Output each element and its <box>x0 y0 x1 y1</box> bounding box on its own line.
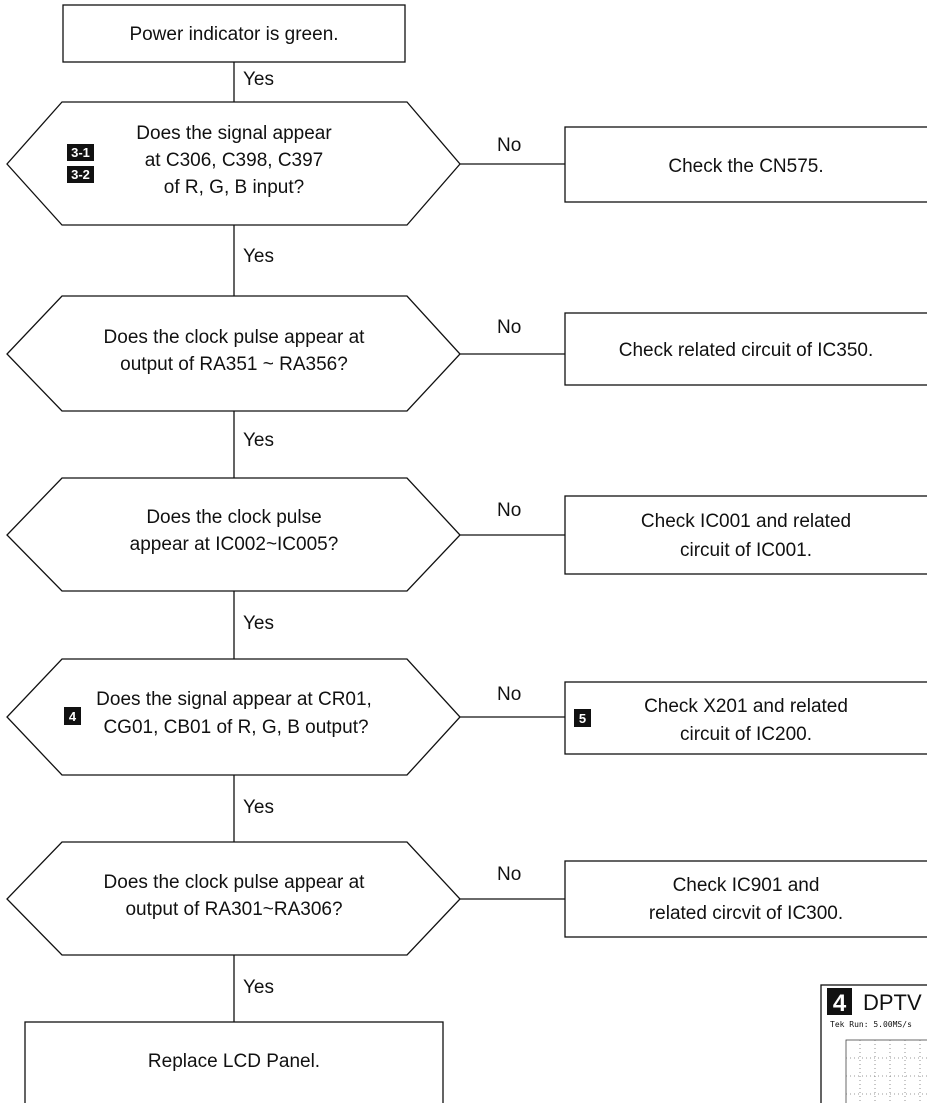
result-box-1 <box>564 126 927 203</box>
result-box-4-line-1: Check X201 and related <box>644 696 848 717</box>
decision-1 <box>6 101 461 226</box>
yes-label-5: Yes <box>243 797 274 818</box>
decision-1-line-3: of R, G, B input? <box>164 177 304 198</box>
result-box-4-line-2: circuit of IC200. <box>680 724 812 745</box>
decision-5 <box>6 841 461 956</box>
badge-3-1-text: 3-1 <box>71 145 90 160</box>
scope-header-text: Tek Run: 5.00MS/s <box>830 1020 912 1029</box>
result-box-1-text: Check the CN575. <box>668 156 823 177</box>
decision-4-line-1: Does the signal appear at CR01, <box>96 689 372 710</box>
end-box-text: Replace LCD Panel. <box>148 1051 320 1072</box>
no-label-5: No <box>497 864 521 885</box>
scope-screen <box>845 1039 927 1103</box>
decision-5-line-2: output of RA301~RA306? <box>125 899 342 920</box>
decision-1-line-1: Does the signal appear <box>136 123 332 144</box>
result-box-3-line-1: Check IC001 and related <box>641 511 851 532</box>
result-box-3 <box>564 495 927 575</box>
badge-3-2-text: 3-2 <box>71 167 90 182</box>
scope-panel-badge <box>827 988 852 1015</box>
result-box-2-text: Check related circuit of IC350. <box>619 340 874 361</box>
yes-label-2: Yes <box>243 246 274 267</box>
yes-label-3: Yes <box>243 430 274 451</box>
result-box-5 <box>564 860 927 938</box>
badge-5-text: 5 <box>579 711 586 726</box>
no-label-4: No <box>497 684 521 705</box>
no-label-1: No <box>497 135 521 156</box>
decision-5-line-1: Does the clock pulse appear at <box>104 872 366 893</box>
yes-label-1: Yes <box>243 69 274 90</box>
badge-3-1 <box>67 144 94 161</box>
decision-4 <box>6 658 461 776</box>
connector-lines <box>233 62 565 1022</box>
badge-5 <box>574 709 591 727</box>
decision-2-line-1: Does the clock pulse appear at <box>104 327 366 348</box>
badge-3-2 <box>67 166 94 183</box>
result-box-3-line-2: circuit of IC001. <box>680 540 812 561</box>
end-box <box>24 1021 444 1103</box>
start-box-text: Power indicator is green. <box>129 24 338 45</box>
result-box-4 <box>564 681 927 755</box>
result-box-5-line-1: Check IC901 and <box>673 875 820 896</box>
result-box-2 <box>564 312 927 386</box>
decision-3-line-1: Does the clock pulse <box>146 507 321 528</box>
no-label-3: No <box>497 500 521 521</box>
badge-4-text: 4 <box>69 709 77 724</box>
scope-reference-panel: 4 DPTV F Tek Run: 5.00MS/s <box>820 984 927 1103</box>
decision-1-line-2: at C306, C398, C397 <box>145 150 324 171</box>
decision-2 <box>6 295 461 412</box>
yes-label-6: Yes <box>243 977 274 998</box>
scope-panel-title: DPTV F <box>863 990 927 1015</box>
decision-2-line-2: output of RA351 ~ RA356? <box>120 354 348 375</box>
decision-3 <box>6 477 461 592</box>
badge-4 <box>64 707 81 725</box>
no-label-2: No <box>497 317 521 338</box>
yes-label-4: Yes <box>243 613 274 634</box>
decision-3-line-2: appear at IC002~IC005? <box>130 534 339 555</box>
scope-panel-badge-text: 4 <box>833 990 847 1017</box>
result-box-5-line-2: related circvit of IC300. <box>649 903 843 924</box>
decision-4-line-2: CG01, CB01 of R, G, B output? <box>103 717 368 738</box>
start-box <box>62 4 406 63</box>
